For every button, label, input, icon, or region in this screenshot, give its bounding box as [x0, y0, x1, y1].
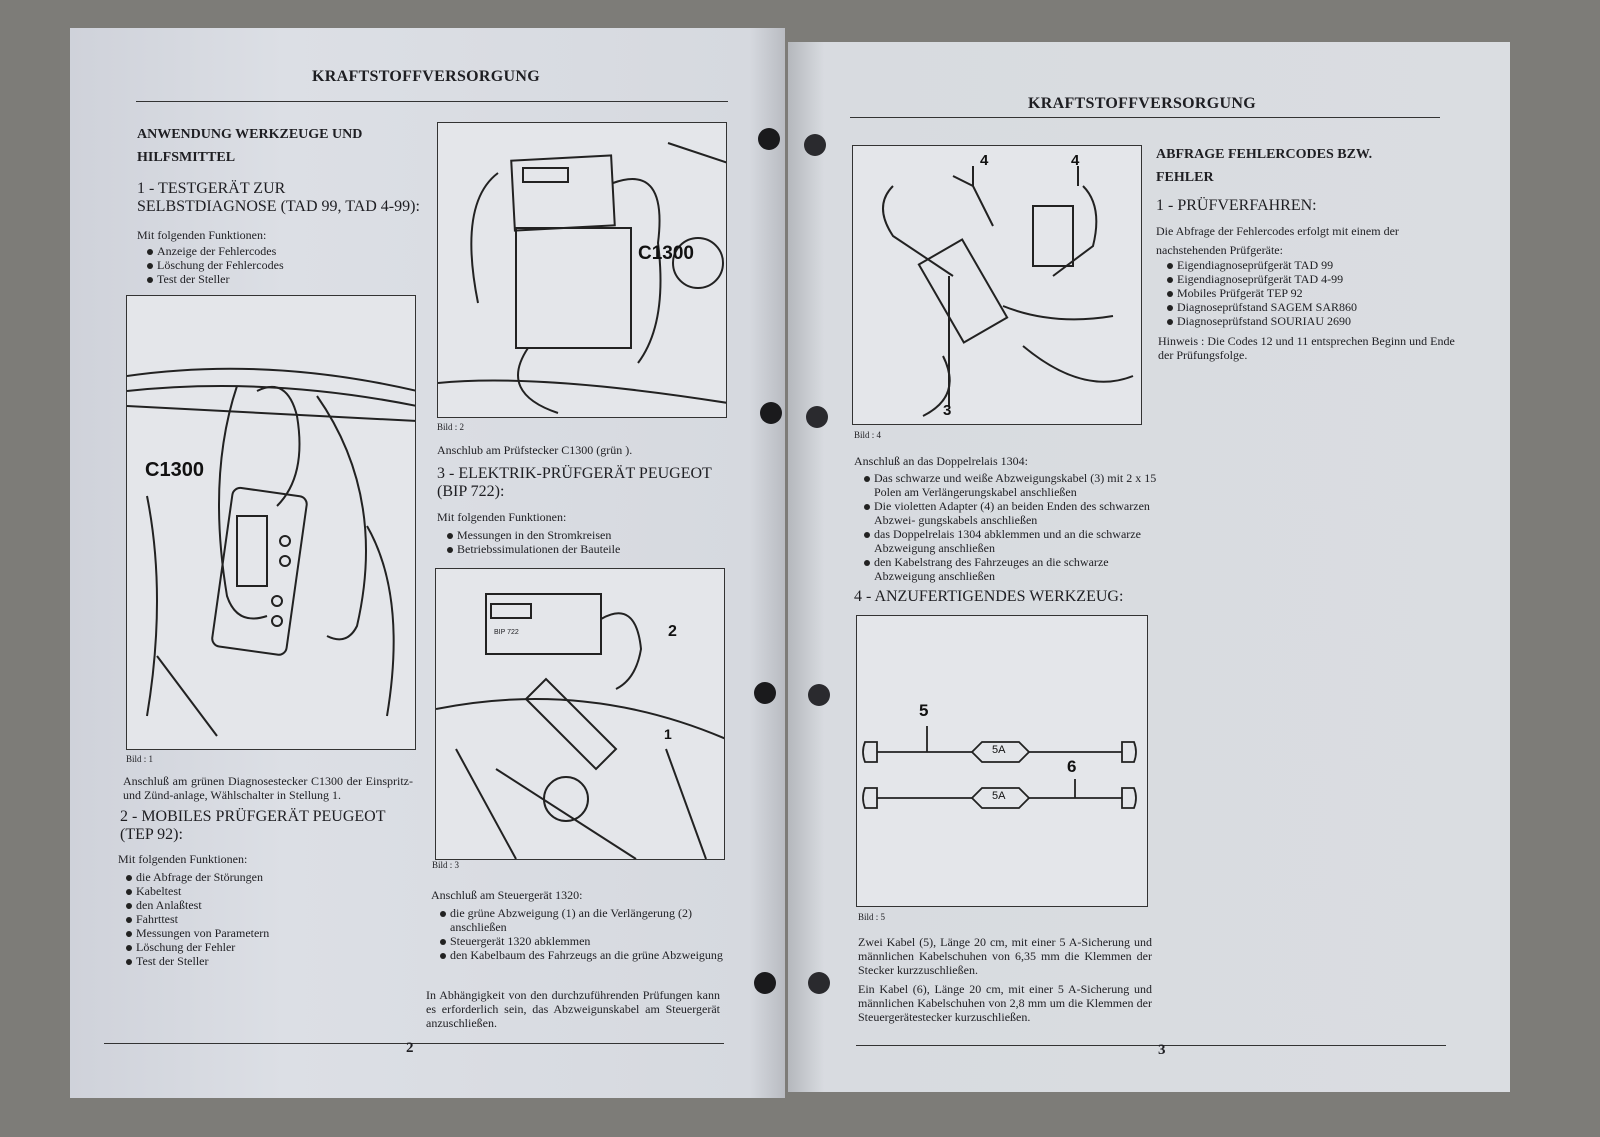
s2-list: die Abfrage der Störungen Kabeltest den … [124, 870, 269, 968]
callout-4: 4 [1071, 152, 1080, 169]
s1-title: 1 - TESTGERÄT ZUR SELBSTDIAGNOSE (TAD 99… [137, 180, 420, 215]
callout-4: 4 [980, 152, 989, 169]
figure-1: C1300 [126, 295, 416, 750]
callout-2: 2 [668, 623, 677, 640]
fig3-note: In Abhängigkeit von den durchzuführenden… [426, 988, 720, 1030]
tester-on-engine-illustration [438, 142, 726, 414]
left-page: KRAFTSTOFFVERSORGUNG ANWENDUNG WERKZEUGE… [70, 28, 785, 1098]
figure-5: 5 6 5A 5A [856, 615, 1148, 907]
connector-label: C1300 [145, 459, 204, 481]
s1-list: Eigendiagnoseprüfgerät TAD 99 Eigendiagn… [1165, 258, 1357, 328]
list-item: Anzeige der Fehlercodes [145, 244, 284, 258]
binder-hole [808, 972, 830, 994]
callout-3: 3 [943, 402, 952, 419]
fig2-text: Anschlub am Prüfstecker C1300 (grün ). [437, 443, 633, 457]
fig5-text-1: Zwei Kabel (5), Länge 20 cm, mit einer 5… [858, 935, 1152, 977]
fig1-text: Anschluß am grünen Diagnosestecker C1300… [123, 774, 413, 802]
figure-caption: Bild : 1 [126, 754, 154, 764]
fuse-label: 5A [992, 744, 1006, 756]
list-item: das Doppelrelais 1304 abklemmen und an d… [862, 527, 1162, 555]
s2-intro: Mit folgenden Funktionen: [118, 852, 248, 866]
page-header: KRAFTSTOFFVERSORGUNG [312, 68, 540, 85]
s3-intro: Mit folgenden Funktionen: [437, 510, 567, 524]
binder-hole [804, 134, 826, 156]
list-item: Mobiles Prüfgerät TEP 92 [1165, 286, 1357, 300]
fuse-label: 5A [992, 790, 1006, 802]
note: Hinweis : Die Codes 12 und 11 entspreche… [1158, 334, 1455, 362]
device-label: BIP 722 [494, 629, 519, 636]
callout-6: 6 [1067, 757, 1077, 776]
tad-tester-illustration [127, 367, 415, 737]
s4-title: 4 - ANZUFERTIGENDES WERKZEUG: [854, 588, 1124, 605]
list-item: Test der Steller [124, 954, 269, 968]
s3-title: 3 - ELEKTRIK-PRÜFGERÄT PEUGEOT (BIP 722)… [437, 465, 712, 500]
list-item: Betriebssimulationen der Bauteile [445, 542, 620, 556]
figure-2: C1300 [437, 122, 727, 418]
figure-3: BIP 722 2 1 [435, 568, 725, 860]
right-page: KRAFTSTOFFVERSORGUNG 4 4 3 Bild : 4 Ansc… [788, 42, 1510, 1092]
list-item: Löschung der Fehler [124, 940, 269, 954]
list-item: Diagnoseprüfstand SOURIAU 2690 [1165, 314, 1357, 328]
figure-caption: Bild : 3 [432, 860, 460, 870]
binder-hole [808, 684, 830, 706]
list-item: Eigendiagnoseprüfgerät TAD 4-99 [1165, 272, 1357, 286]
list-item: die grüne Abzweigung (1) an die Verlänge… [438, 906, 728, 934]
list-item: den Anlaßtest [124, 898, 269, 912]
list-item: den Kabelbaum des Fahrzeugs an die grüne… [438, 948, 728, 962]
binder-hole [754, 972, 776, 994]
fig3-intro: Anschluß am Steuergerät 1320: [431, 888, 583, 902]
figure-caption: Bild : 4 [854, 430, 882, 440]
list-item: Diagnoseprüfstand SAGEM SAR860 [1165, 300, 1357, 314]
section-title: ABFRAGE FEHLERCODES BZW. FEHLER [1156, 147, 1373, 185]
binder-hole [806, 406, 828, 428]
page-number: 3 [1158, 1042, 1166, 1058]
figure-caption: Bild : 2 [437, 422, 465, 432]
s3-list: Messungen in den Stromkreisen Betriebssi… [445, 528, 620, 556]
fig3-list: die grüne Abzweigung (1) an die Verlänge… [438, 906, 728, 962]
list-item: Steuergerät 1320 abklemmen [438, 934, 728, 948]
list-item: den Kabelstrang des Fahrzeuges an die sc… [862, 555, 1162, 583]
list-item: Das schwarze und weiße Abzweigungskabel … [862, 471, 1162, 499]
fig5-text-2: Ein Kabel (6), Länge 20 cm, mit einer 5 … [858, 982, 1152, 1024]
binder-hole [758, 128, 780, 150]
s1-title: 1 - PRÜFVERFAHREN: [1156, 197, 1317, 214]
list-item: die Abfrage der Störungen [124, 870, 269, 884]
list-item: Test der Steller [145, 272, 284, 286]
section-title: ANWENDUNG WERKZEUGE UND HILFSMITTEL [137, 127, 363, 165]
callout-5: 5 [919, 701, 929, 720]
s2-title: 2 - MOBILES PRÜFGERÄT PEUGEOT (TEP 92): [120, 808, 386, 843]
connector-label: C1300 [638, 243, 694, 264]
s1-intro: Die Abfrage der Fehlercodes erfolgt mit … [1156, 224, 1399, 257]
binder-hole [754, 682, 776, 704]
binder-hole [760, 402, 782, 424]
page-number: 2 [406, 1040, 414, 1056]
page-header: KRAFTSTOFFVERSORGUNG [1028, 95, 1256, 112]
list-item: Löschung der Fehlercodes [145, 258, 284, 272]
s1-intro: Mit folgenden Funktionen: [137, 228, 267, 242]
double-relay-illustration [882, 166, 1134, 417]
fig4-intro: Anschluß an das Doppelrelais 1304: [854, 454, 1028, 468]
list-item: Eigendiagnoseprüfgerät TAD 99 [1165, 258, 1357, 272]
figure-4: 4 4 3 [852, 145, 1142, 425]
list-item: Kabeltest [124, 884, 269, 898]
fuse-cable-diagram [862, 726, 1137, 809]
list-item: Messungen von Parametern [124, 926, 269, 940]
list-item: Fahrttest [124, 912, 269, 926]
fig4-list: Das schwarze und weiße Abzweigungskabel … [862, 471, 1162, 583]
list-item: Messungen in den Stromkreisen [445, 528, 620, 542]
figure-caption: Bild : 5 [858, 912, 886, 922]
s1-list: Anzeige der Fehlercodes Löschung der Feh… [145, 244, 284, 286]
callout-1: 1 [664, 726, 672, 742]
list-item: Die violetten Adapter (4) an beiden Ende… [862, 499, 1162, 527]
bip-tester-illustration [436, 593, 724, 859]
